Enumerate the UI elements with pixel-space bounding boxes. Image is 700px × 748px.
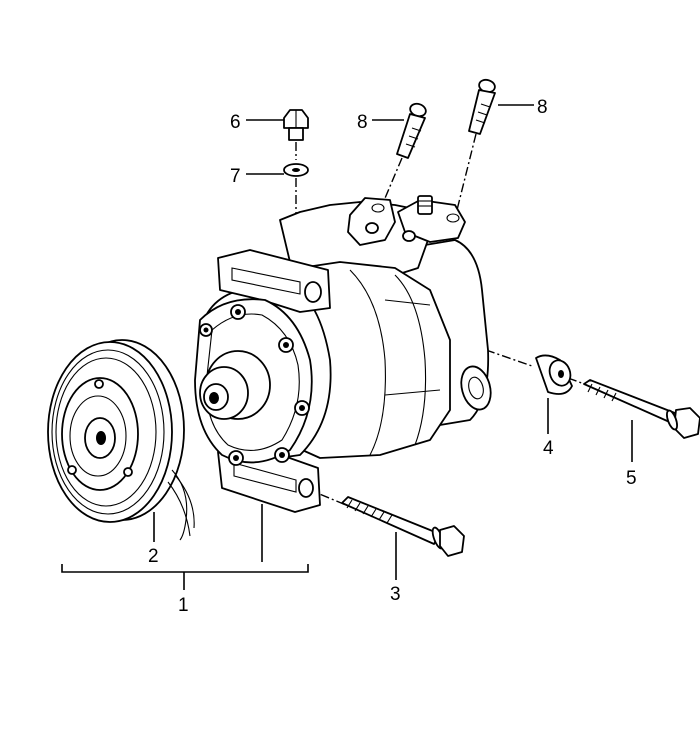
callout-8-left: 8 [357, 112, 368, 133]
bolt-3-shank [341, 496, 441, 545]
clutch-wire-2 [174, 474, 195, 529]
bolt-8-left-shank [396, 113, 426, 159]
spacer-sleeve-4 [535, 354, 573, 395]
clutch-rivet-left [67, 465, 77, 475]
pulley-groove-2 [55, 357, 157, 507]
body-ribs [384, 299, 441, 396]
hex-bolt-6 [283, 109, 309, 141]
leader-lines [61, 104, 633, 590]
callout-labels: 6 7 8 8 4 5 3 2 1 [148, 97, 637, 616]
bolt-3-thread [346, 499, 393, 524]
port-hole-left [371, 203, 385, 213]
port-stud-right [402, 230, 416, 242]
callout-5: 5 [626, 468, 637, 489]
shaft-hub [199, 350, 271, 420]
centerline-bolt-8-right [454, 133, 477, 219]
bolt-5-flange [666, 409, 678, 431]
rear-mount-hole [468, 376, 484, 400]
bolt-5-head [673, 407, 700, 439]
lower-ear-slot [233, 462, 297, 493]
rear-mount-boss [460, 365, 492, 411]
callout-1: 1 [178, 595, 189, 616]
callout-8-right: 8 [537, 97, 548, 118]
upper-mount-ear [217, 249, 331, 313]
upper-ear-hole [304, 281, 322, 303]
callout-7: 7 [230, 166, 241, 187]
magnetic-clutch-pulley [47, 339, 195, 541]
clutch-plate-ring [69, 395, 127, 477]
compressor-body [194, 195, 492, 513]
bracket-1 [61, 564, 309, 573]
washer-7 [283, 163, 309, 177]
port-stud-left [365, 222, 379, 234]
clutch-rivet-right [123, 467, 133, 477]
pulley-groove-1 [51, 349, 165, 515]
clutch-wire-3 [167, 481, 191, 537]
clutch-hub-nut [96, 431, 106, 445]
service-valve [417, 195, 433, 215]
upper-ear-slot [231, 267, 301, 295]
lower-ear-hole [298, 478, 314, 498]
bolt-6-shank [288, 127, 304, 141]
body-contour-1 [349, 269, 386, 456]
bolt-8-right-shank [468, 89, 496, 135]
callout-3: 3 [390, 584, 401, 605]
bolt-5-thread [587, 383, 617, 402]
bolt-8-right-thread [475, 103, 491, 124]
bolt-8-left-thread [405, 127, 422, 148]
socket-bolt-8-left [396, 102, 427, 159]
washer-7-hole [292, 168, 300, 172]
flange-bolt-3 [341, 496, 465, 557]
callout-2: 2 [148, 546, 159, 567]
flange-bolt-5 [583, 379, 700, 439]
shaft-center [209, 392, 219, 404]
clutch-rivet-top [94, 379, 104, 389]
body-contour-2 [394, 274, 427, 446]
callout-6: 6 [230, 112, 241, 133]
bolt-5-shank [583, 379, 681, 425]
flange-bolts [199, 304, 310, 466]
bolt-3-head [439, 525, 465, 557]
spacer-4-bore [558, 370, 564, 378]
callout-4: 4 [543, 438, 554, 459]
socket-bolt-8-right [468, 78, 496, 135]
centerline-spacer-4 [485, 349, 533, 367]
port-hole-right [446, 213, 460, 223]
